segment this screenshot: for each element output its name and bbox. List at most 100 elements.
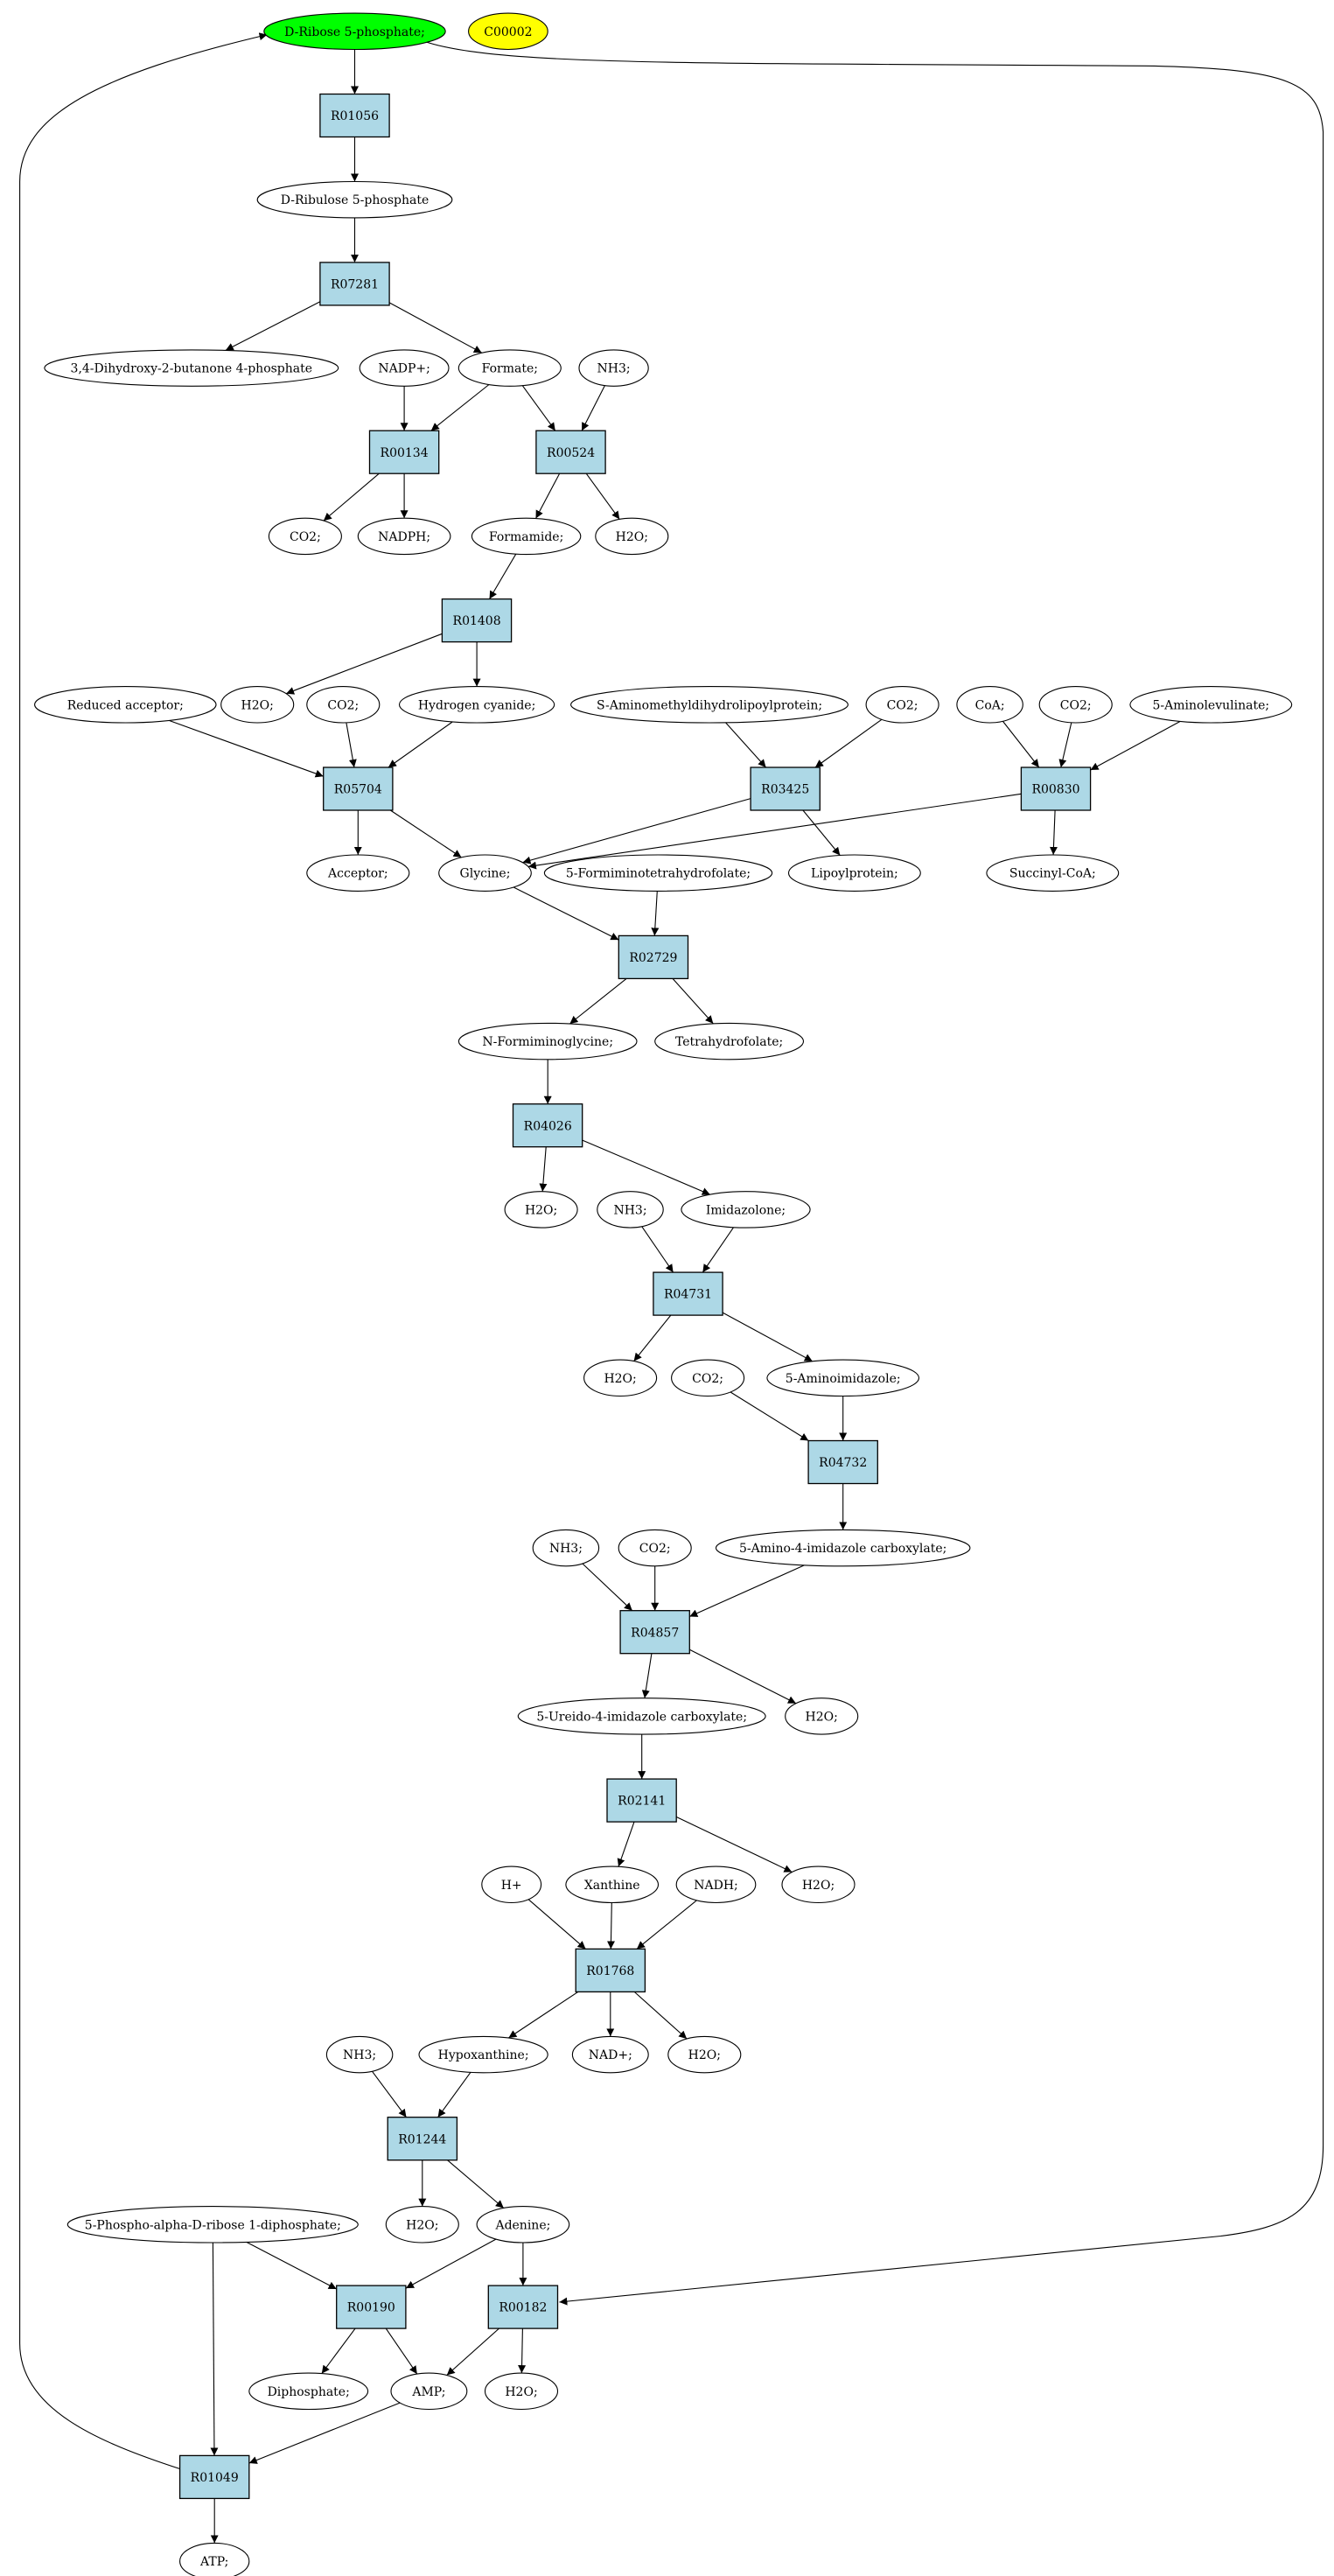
node-shape <box>468 12 548 51</box>
edge-ala-R00830 <box>1090 721 1181 771</box>
node-shape <box>575 1948 646 1993</box>
node-label: NAD+; <box>589 2048 632 2062</box>
edge-glycine-R02729 <box>513 886 619 941</box>
reaction-node-R07281: R07281 <box>319 262 390 306</box>
node-label: Adenine; <box>494 2218 550 2232</box>
edge-co2_4-R00830 <box>1058 722 1072 768</box>
node-shape <box>570 686 849 724</box>
node-label: S-Aminomethyldihydrolipoylprotein; <box>597 698 822 712</box>
node-shape <box>418 2035 548 2074</box>
node-label: D-Ribose 5-phosphate; <box>284 25 425 39</box>
edge-co2_5-R04732 <box>730 1391 809 1441</box>
node-label: CO2; <box>887 698 918 712</box>
edge-R04731-aminoimid <box>722 1312 814 1362</box>
reaction-node-R00524: R00524 <box>535 430 606 474</box>
node-label: Lipoylprotein; <box>811 867 898 881</box>
metabolite-node-nadh: NADH; <box>675 1866 757 1904</box>
edge-R01408-h2o_2 <box>285 633 443 695</box>
metabolite-node-h2o_5: H2O; <box>785 1698 859 1735</box>
metabolite-node-succoa: Succinyl-CoA; <box>986 854 1120 892</box>
node-shape <box>807 1439 878 1485</box>
edge-prpp-R01049 <box>210 2243 219 2456</box>
node-label: H2O; <box>806 1710 838 1724</box>
metabolite-node-cid: C00002 <box>468 12 548 51</box>
metabolite-node-h2o_8: H2O; <box>385 2206 459 2244</box>
edge-R03425-glycine <box>522 798 751 864</box>
metabolite-node-formamide: Formamide; <box>471 517 582 556</box>
node-shape <box>476 2206 570 2244</box>
edge-R02729-thf <box>672 978 714 1025</box>
node-shape <box>385 2206 459 2244</box>
node-shape <box>787 854 921 892</box>
node-shape <box>263 12 446 51</box>
metabolite-node-h2o_9: H2O; <box>484 2372 559 2411</box>
metabolite-node-h2o_4: H2O; <box>583 1359 658 1397</box>
node-label: H2O; <box>406 2218 438 2232</box>
node-shape <box>66 2206 359 2244</box>
node-shape <box>543 854 773 892</box>
node-shape <box>441 598 513 643</box>
metabolite-node-hypox: Hypoxanthine; <box>418 2035 548 2074</box>
node-label: AMP; <box>411 2385 445 2399</box>
node-label: H2O; <box>802 1879 835 1893</box>
node-shape <box>681 1191 811 1228</box>
edge-imidazolone-R04731 <box>702 1227 734 1273</box>
edge-nh3_4-R01244 <box>372 2070 407 2118</box>
edge-title-R00182 <box>423 40 1324 2306</box>
metabolite-node-nh3_3: NH3; <box>532 1529 600 1567</box>
node-label: NADH; <box>694 1879 738 1893</box>
node-shape <box>256 180 453 219</box>
node-shape <box>457 349 562 387</box>
edge-R00182-amp <box>446 2328 499 2376</box>
edge-R00134-co2_1 <box>323 472 380 522</box>
node-shape <box>387 2117 458 2161</box>
metabolite-node-s_amino: S-Aminomethyldihydrolipoylprotein; <box>570 686 849 724</box>
node-label: Succinyl-CoA; <box>1009 867 1096 881</box>
edge-R00524-formamide <box>535 473 561 519</box>
metabolite-node-atp: ATP; <box>179 2542 250 2576</box>
metabolite-node-adenine: Adenine; <box>476 2206 570 2244</box>
nodes: D-Ribose 5-phosphate;C00002R01056D-Ribul… <box>34 12 1293 2576</box>
node-label: NADP+; <box>378 362 430 376</box>
metabolite-node-diphos: Diphosphate; <box>248 2372 369 2411</box>
node-label: CO2; <box>639 1542 671 1556</box>
node-label: Imidazolone; <box>706 1203 786 1217</box>
node-label: NH3; <box>549 1542 583 1556</box>
node-shape <box>750 766 821 811</box>
reaction-node-R03425: R03425 <box>750 766 821 811</box>
reaction-node-R02729: R02729 <box>618 934 689 980</box>
node-label: R07281 <box>331 277 379 291</box>
node-label: R03425 <box>761 783 809 797</box>
edge-hplus-R01768 <box>527 1899 586 1950</box>
edge-hcn-R05704 <box>388 721 453 768</box>
edge-R00190-amp <box>385 2328 418 2375</box>
edge-R00830-glycine <box>527 793 1022 870</box>
metabolite-node-ru5p: D-Ribulose 5-phosphate <box>256 180 453 219</box>
node-shape <box>1020 766 1092 811</box>
node-shape <box>578 349 649 387</box>
node-label: R00134 <box>381 446 429 460</box>
node-label: H2O; <box>505 2385 537 2399</box>
node-shape <box>268 517 342 556</box>
node-shape <box>481 1866 542 1904</box>
metabolite-node-prpp: 5-Phospho-alpha-D-ribose 1-diphosphate; <box>66 2206 359 2244</box>
node-label: Acceptor; <box>327 867 388 881</box>
node-label: 5-Aminolevulinate; <box>1153 698 1270 712</box>
node-shape <box>368 430 440 474</box>
node-label: Diphosphate; <box>268 2385 350 2399</box>
edge-aic-R04857 <box>689 1564 805 1618</box>
node-shape <box>457 1022 638 1060</box>
node-shape <box>512 1103 583 1148</box>
node-label: NH3; <box>597 362 631 376</box>
node-label: CO2; <box>327 698 359 712</box>
node-shape <box>34 686 217 724</box>
edge-fthf-R02729 <box>651 891 660 936</box>
node-shape <box>535 430 606 474</box>
metabolite-node-red_acc: Reduced acceptor; <box>34 686 217 724</box>
node-shape <box>675 1866 757 1904</box>
metabolite-node-co2_1: CO2; <box>268 517 342 556</box>
edge-R04857-uic <box>641 1653 653 1698</box>
node-shape <box>319 262 390 306</box>
node-label: R02141 <box>618 1795 666 1809</box>
metabolite-node-imidazolone: Imidazolone; <box>681 1191 811 1228</box>
